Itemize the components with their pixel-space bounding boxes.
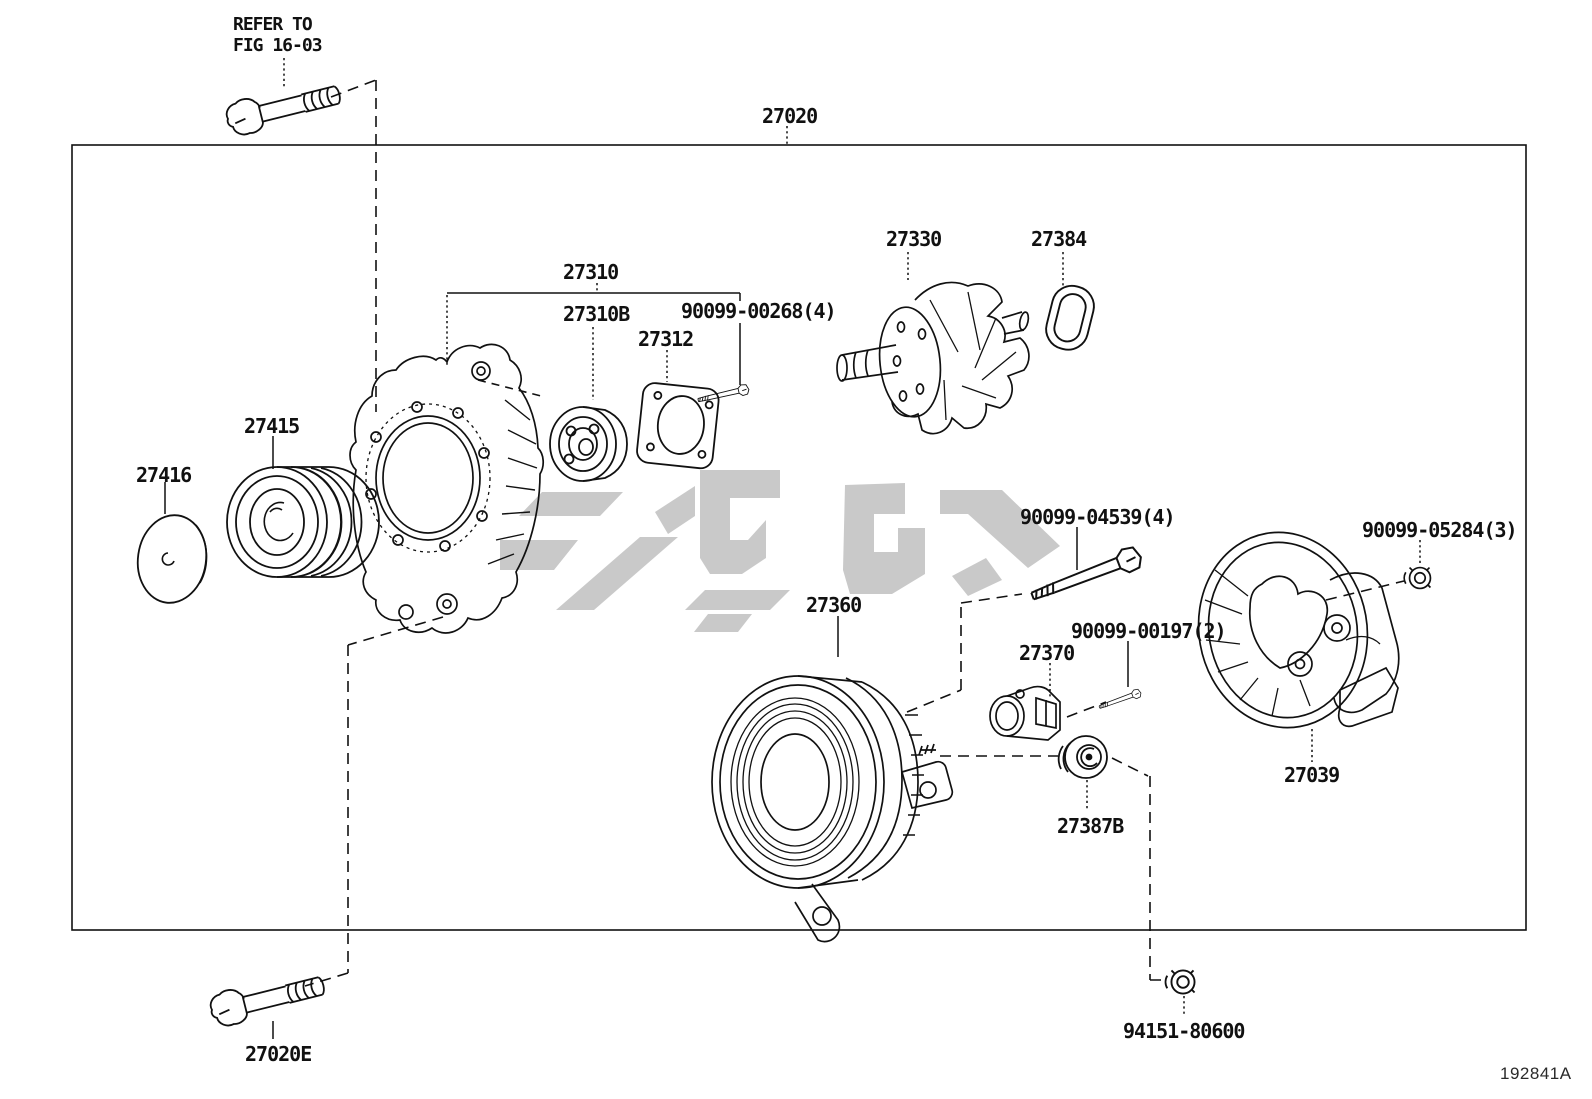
part-label-27330[interactable]: 27330 [886, 227, 942, 251]
doc-number: 192841A [1500, 1064, 1572, 1083]
pulley-27415-drawing [226, 466, 380, 578]
diagram-border-box [71, 144, 1527, 931]
leader-lines-solid [164, 292, 1129, 1039]
part-label-94151-80600[interactable]: 94151-80600 [1123, 1019, 1245, 1043]
leader-lines-dotted [283, 58, 1421, 1016]
part-label-27039[interactable]: 27039 [1284, 763, 1340, 787]
part-label-90099-04539[interactable]: 90099-04539(4) [1020, 505, 1176, 529]
grommet-27387b-drawing [1057, 735, 1108, 779]
part-label-27020E[interactable]: 27020E [245, 1042, 312, 1066]
part-label-27416[interactable]: 27416 [136, 463, 192, 487]
part-label-90099-00268[interactable]: 90099-00268(4) [681, 299, 837, 323]
rotor-27330-drawing [836, 281, 1030, 435]
front-bracket-drawing [349, 343, 544, 634]
pulley-cap-27416-drawing [136, 514, 208, 604]
refer-note-line2: FIG 16-03 [233, 35, 323, 56]
part-label-27370[interactable]: 27370 [1019, 641, 1075, 665]
part-label-27310[interactable]: 27310 [563, 260, 619, 284]
part-label-90099-00197[interactable]: 90099-00197(2) [1071, 619, 1227, 643]
retainer-27312-drawing [636, 382, 720, 470]
part-label-27310B[interactable]: 27310B [563, 302, 630, 326]
watermark-logo [500, 470, 1060, 632]
dashed-assembly-lines [304, 79, 1405, 987]
part-label-90099-05284[interactable]: 90099-05284(3) [1362, 518, 1518, 542]
part-label-27384[interactable]: 27384 [1031, 227, 1087, 251]
seal-27384-drawing [1045, 284, 1095, 351]
part-label-27020[interactable]: 27020 [762, 104, 818, 128]
stator-27360-drawing [711, 675, 954, 943]
bearing-27310b-drawing [549, 406, 628, 482]
part-label-27360[interactable]: 27360 [806, 593, 862, 617]
part-label-27387B[interactable]: 27387B [1057, 814, 1124, 838]
rear-cover-27039-drawing [1197, 531, 1400, 729]
refer-note-line1: REFER TO [233, 14, 313, 35]
brush-holder-27370-drawing [989, 685, 1061, 741]
part-label-27415[interactable]: 27415 [244, 414, 300, 438]
part-label-27312[interactable]: 27312 [638, 327, 694, 351]
